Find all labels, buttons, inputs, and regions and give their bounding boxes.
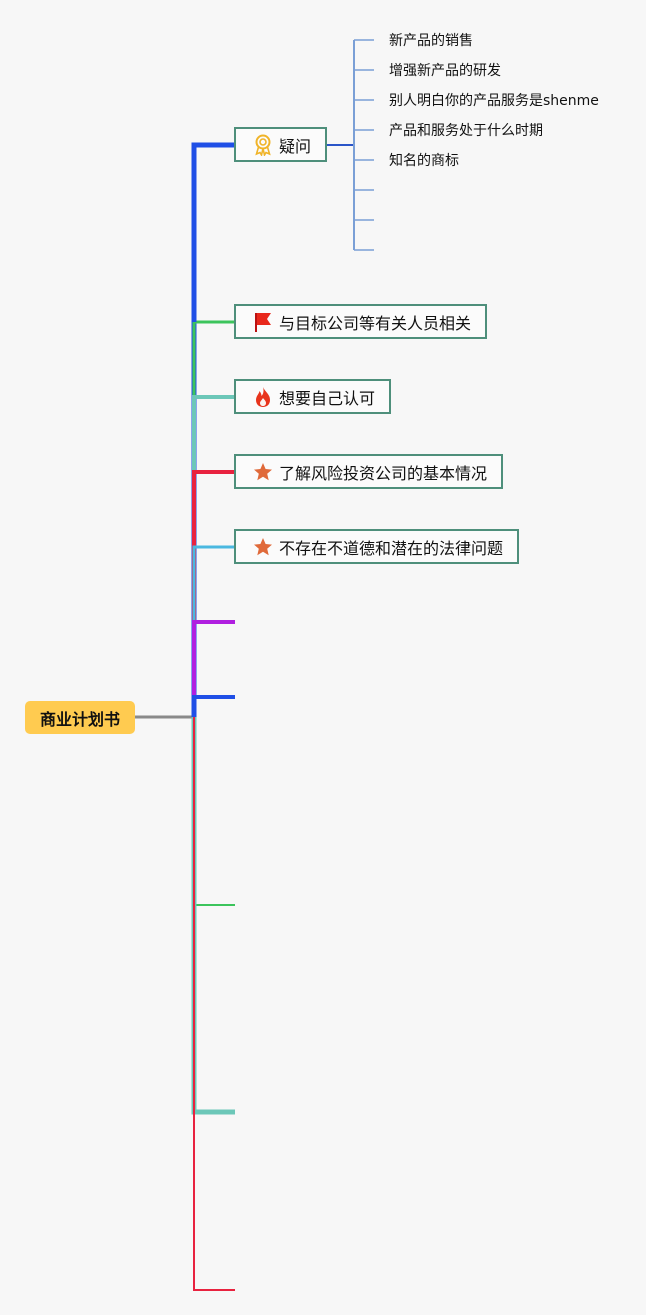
award-ribbon-icon: [252, 134, 274, 156]
branch-line-8: [193, 717, 235, 906]
root-node[interactable]: 商业计划书: [25, 701, 135, 734]
branch-line-10: [193, 717, 235, 1291]
topic-vc-info[interactable]: 了解风险投资公司的基本情况: [234, 454, 504, 489]
branch-line-5: [192, 545, 235, 717]
topic-related-people[interactable]: 与目标公司等有关人员相关: [234, 304, 488, 339]
subtopic-item[interactable]: 别人明白你的产品服务是shenme: [389, 93, 599, 109]
branch-line-7: [192, 695, 235, 717]
red-flag-icon: [252, 311, 274, 333]
root-label: 商业计划书: [39, 709, 120, 729]
subtopic-item[interactable]: 增强新产品的研发: [389, 63, 501, 79]
fire-icon: [252, 386, 274, 408]
topic-self-approval[interactable]: 想要自己认可: [234, 379, 392, 414]
topic-label: 疑问: [279, 136, 312, 156]
branch-line-4: [192, 470, 235, 717]
topic-label: 与目标公司等有关人员相关: [279, 313, 472, 333]
topic-questions[interactable]: 疑问: [234, 127, 328, 162]
subtopic-item[interactable]: 新产品的销售: [389, 33, 473, 49]
topic-legal-issues[interactable]: 不存在不道德和潜在的法律问题: [234, 529, 520, 564]
topic-label: 不存在不道德和潜在的法律问题: [279, 538, 504, 558]
branch-line-1: [191, 142, 235, 717]
branch-line-3: [192, 395, 235, 717]
orange-star-icon: [252, 461, 274, 483]
topic-label: 了解风险投资公司的基本情况: [279, 463, 488, 483]
topic-label: 想要自己认可: [279, 388, 376, 408]
branch-line-9: [191, 717, 235, 1115]
orange-star-icon: [252, 536, 274, 558]
subtopic-item[interactable]: 产品和服务处于什么时期: [389, 123, 543, 139]
branch-line-2: [192, 320, 235, 717]
branch-line-6: [192, 620, 235, 717]
subtopic-item[interactable]: 知名的商标: [389, 153, 459, 169]
